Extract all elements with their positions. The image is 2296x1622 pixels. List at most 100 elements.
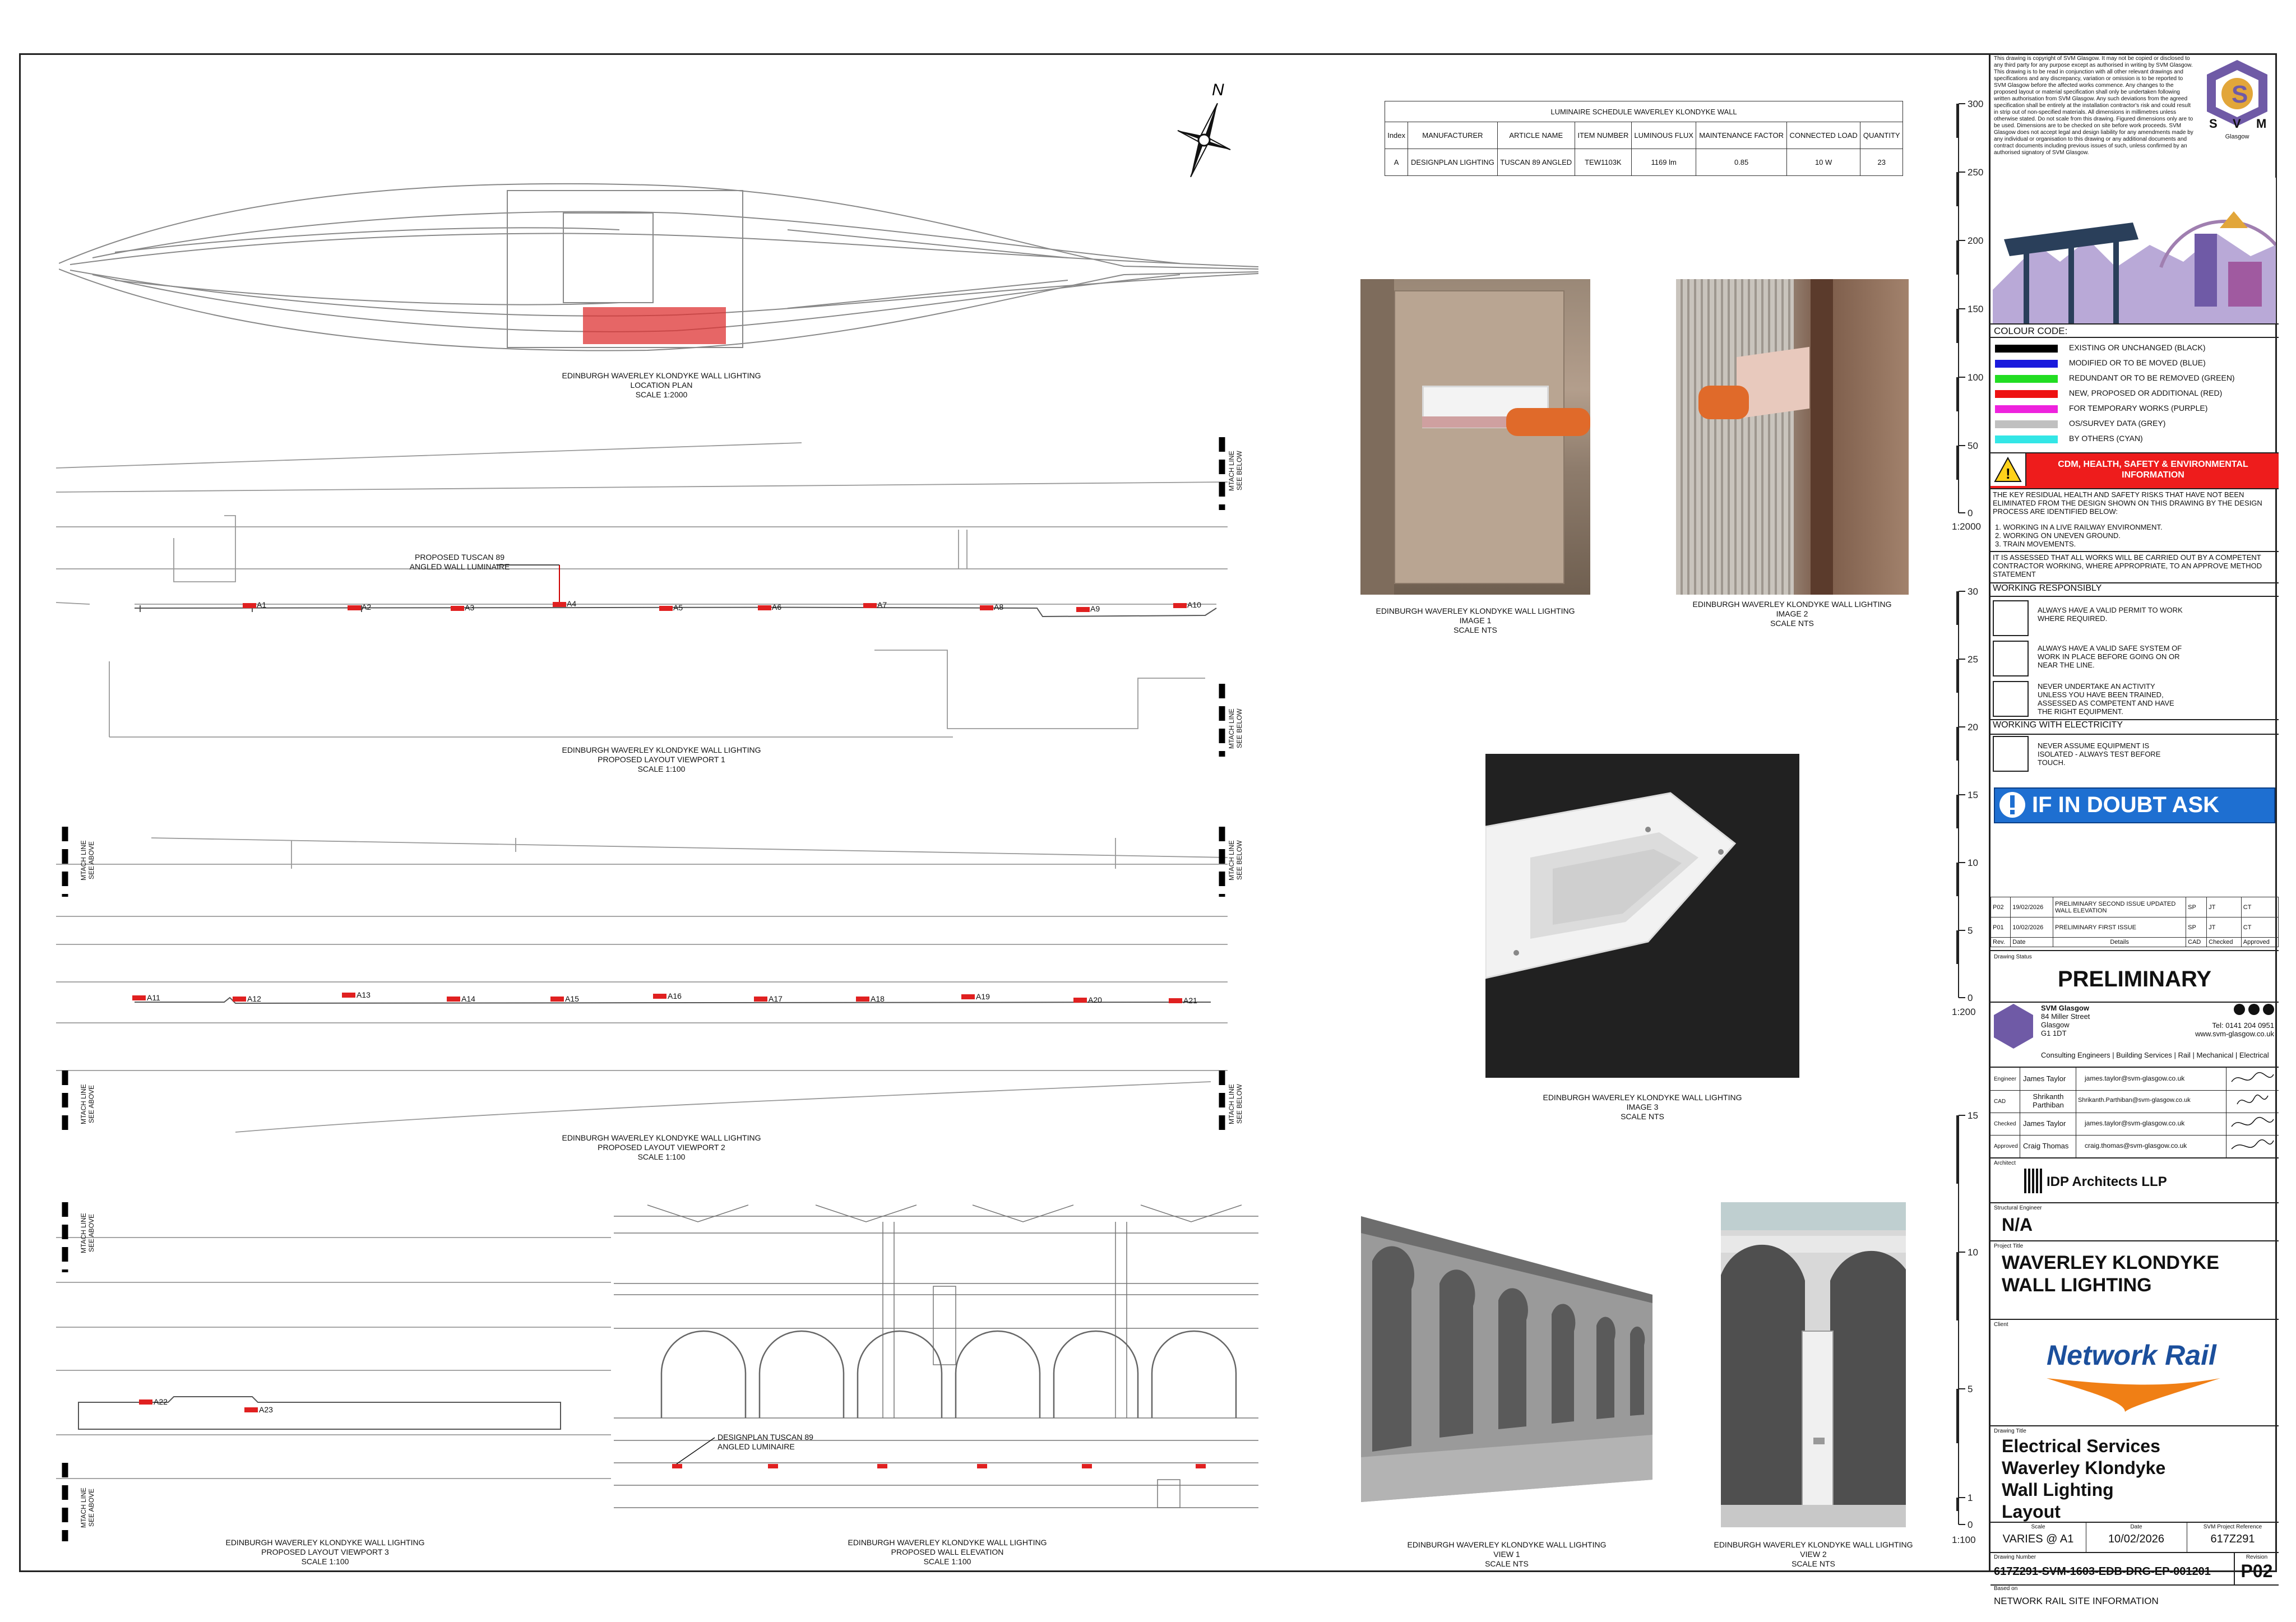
schedule-cell: A <box>1384 149 1409 176</box>
company-block: SVM Glasgow 84 Miller Street Glasgow G1 … <box>1991 1000 2279 1062</box>
luminaire-label: A23 <box>259 1405 273 1414</box>
luminaire-label: A20 <box>1088 995 1102 1004</box>
luminaire-label: A4 <box>567 599 576 608</box>
schedule-cell: 10 W <box>1786 149 1861 176</box>
location-plan-label: EDINBURGH WAVERLEY KLONDYKE WALL LIGHTIN… <box>562 371 761 399</box>
schedule-header: ITEM NUMBER <box>1574 122 1632 149</box>
field-label: Client <box>1994 1322 2008 1328</box>
colour-code-label: REDUNDANT OR TO BE REMOVED (GREEN) <box>2069 373 2235 382</box>
scale-tick: 1 <box>1968 1493 1973 1503</box>
luminaire-label: A6 <box>772 603 781 611</box>
resp-item: ALWAYS HAVE A VALID SAFE SYSTEM OF WORK … <box>2038 644 2182 669</box>
image-1-label: EDINBURGH WAVERLEY KLONDYKE WALL LIGHTIN… <box>1376 606 1575 634</box>
svg-text:!: ! <box>2006 465 2011 482</box>
schedule-header: Index <box>1384 122 1409 149</box>
scale-tick: 20 <box>1968 722 1978 733</box>
assessed-text: IT IS ASSESSED THAT ALL WORKS WILL BE CA… <box>1993 553 2262 578</box>
copyright-notice: This drawing is copyright of SVM Glasgow… <box>1994 55 2193 156</box>
colour-swatch <box>1995 345 2058 353</box>
rev-cell: P01 <box>1990 917 2011 938</box>
colour-swatch <box>1995 390 2058 398</box>
schedule-cell: 23 <box>1860 149 1903 176</box>
luminaire-label: A18 <box>871 994 885 1003</box>
viewport-1-label: EDINBURGH WAVERLEY KLONDYKE WALL LIGHTIN… <box>562 745 761 773</box>
image-1-photo <box>1360 279 1590 595</box>
people-table: Engineer James Taylor james.taylor@svm-g… <box>1991 1067 2279 1158</box>
elec-item: NEVER ASSUME EQUIPMENT IS ISOLATED - ALW… <box>2038 742 2161 767</box>
drawing-frame <box>19 53 2277 1572</box>
scale-tick: 25 <box>1968 654 1978 665</box>
svm-ref-value: 617Z291 <box>2210 1533 2255 1545</box>
field-label: Architect <box>1994 1160 2016 1166</box>
scale-tick: 30 <box>1968 586 1978 597</box>
vp1-luminaire-labels: A1 A2 A3 A4 A5 A6 A7 A8 A9 A10 <box>257 599 1201 613</box>
resp-item: NEVER UNDERTAKE AN ACTIVITY UNLESS YOU H… <box>2038 682 2174 716</box>
revision-value: P02 <box>2241 1561 2273 1581</box>
schedule-title: LUMINAIRE SCHEDULE WAVERLEY KLONDYKE WAL… <box>1385 101 1903 122</box>
colour-code-title: COLOUR CODE: <box>1994 326 2068 336</box>
colour-code-label: MODIFIED OR TO BE MOVED (BLUE) <box>2069 358 2206 367</box>
colour-swatch <box>1995 435 2058 443</box>
schedule-header: MAINTENANCE FACTOR <box>1696 122 1787 149</box>
view-1-render <box>1361 1216 1652 1502</box>
luminaire-label: A17 <box>769 994 783 1003</box>
scale-bars: 300 250 200 150 100 50 0 1:2000 30 25 20… <box>1952 99 1983 1545</box>
colour-code-legend: EXISTING OR UNCHANGED (BLACK) MODIFIED O… <box>1991 339 2279 451</box>
rev-header: Checked <box>2206 937 2242 947</box>
warning-icon: ! <box>1991 453 2026 486</box>
rev-cell: PRELIMINARY FIRST ISSUE <box>2053 917 2187 938</box>
field-label: Drawing Title <box>1994 1428 2026 1434</box>
svg-text:S: S <box>2232 81 2248 108</box>
social-icon[interactable] <box>2234 1004 2245 1015</box>
svm-logo: S S V M Glasgow <box>2207 60 2267 140</box>
vp2-luminaire-labels: A11 A12 A13 A14 A15 A16 A17 A18 A19 A20 … <box>147 990 1197 1005</box>
svg-text:S: S <box>2209 117 2218 131</box>
luminaire-label: A12 <box>247 994 261 1003</box>
viewport-3-label: EDINBURGH WAVERLEY KLONDYKE WALL LIGHTIN… <box>225 1538 425 1566</box>
svg-text:M: M <box>2256 117 2266 131</box>
north-arrow-icon: N <box>1177 81 1231 178</box>
network-rail-logo: Network Rail <box>2047 1340 2216 1371</box>
scale-tick: 10 <box>1968 858 1978 868</box>
viewport-2-label: EDINBURGH WAVERLEY KLONDYKE WALL LIGHTIN… <box>562 1133 761 1161</box>
social-icon[interactable] <box>2263 1004 2274 1015</box>
luminaire-label: A3 <box>465 603 474 612</box>
schedule-header: CONNECTED LOAD <box>1786 122 1861 149</box>
schedule-cell: 1169 lm <box>1631 149 1697 176</box>
scale-label: 1:100 <box>1952 1535 1976 1545</box>
rev-cell: PRELIMINARY SECOND ISSUE UPDATED WALL EL… <box>2053 897 2187 917</box>
view-2-label: EDINBURGH WAVERLEY KLONDYKE WALL LIGHTIN… <box>1714 1540 1913 1568</box>
scale-value: VARIES @ A1 <box>2002 1533 2074 1545</box>
scale-tick: 150 <box>1968 304 1983 314</box>
scale-tick: 0 <box>1968 993 1973 1003</box>
viewport-1-plan: A1 A2 A3 A4 A5 A6 A7 A8 A9 A10 <box>56 437 1228 757</box>
scale-tick: 10 <box>1968 1247 1978 1258</box>
info-icon <box>1999 792 2025 818</box>
field-label: Project Title <box>1994 1243 2024 1249</box>
luminaire-label: A14 <box>461 994 475 1003</box>
rev-cell: SP <box>2186 897 2207 917</box>
svm-logo-small <box>1994 1004 2033 1049</box>
social-icon[interactable] <box>2248 1004 2260 1015</box>
resp-item: ALWAYS HAVE A VALID PERMIT TO WORK WHERE… <box>2038 606 2183 623</box>
luminaire-label: A13 <box>357 990 371 999</box>
luminaire-label: A9 <box>1090 604 1100 613</box>
rev-header: Approved <box>2241 937 2279 947</box>
vp3-luminaire-labels: A22 A23 <box>154 1397 273 1414</box>
location-plan <box>59 183 1259 351</box>
date-value: 10/02/2026 <box>2108 1533 2165 1545</box>
rev-header: Details <box>2053 937 2187 947</box>
drawing-status: PRELIMINARY <box>2057 967 2212 991</box>
network-rail-swoosh <box>2047 1378 2220 1412</box>
schedule-cell: TUSCAN 89 ANGLED <box>1497 149 1575 176</box>
cdm-text: THE KEY RESIDUAL HEALTH AND SAFETY RISKS… <box>1993 490 2262 516</box>
idp-logo <box>2024 1169 2043 1193</box>
scale-tick: 15 <box>1968 790 1978 800</box>
luminaire-label: A15 <box>565 994 579 1003</box>
